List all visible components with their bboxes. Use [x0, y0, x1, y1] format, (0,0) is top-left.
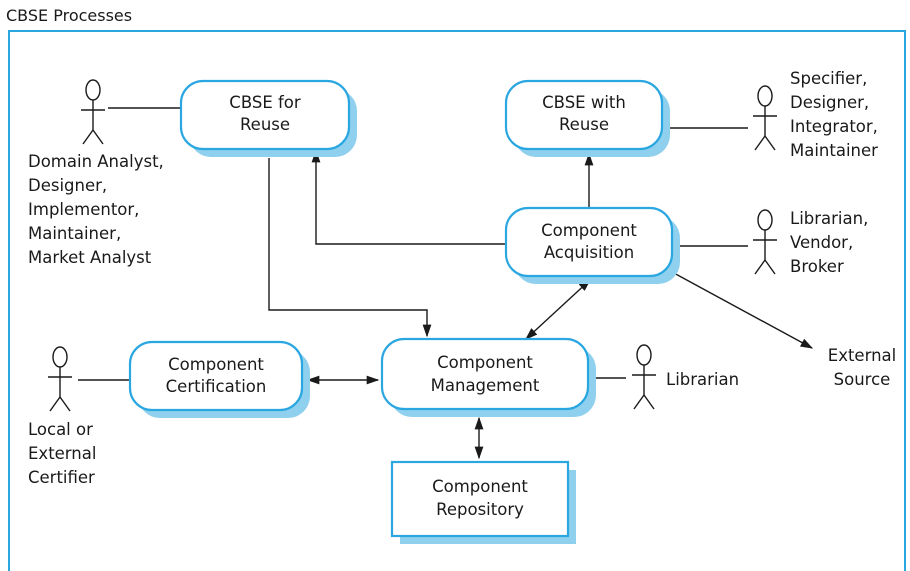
- actor-label: Integrator,: [790, 117, 878, 136]
- actor-label-domain-team: Domain Analyst, Designer, Implementor, M…: [28, 152, 164, 267]
- external-source-text: Source: [834, 370, 891, 389]
- process-component-management: Component Management: [380, 337, 596, 417]
- repository-label: Component: [432, 477, 528, 496]
- process-component-acquisition: Component Acquisition: [504, 206, 680, 284]
- process-label: Reuse: [559, 115, 609, 134]
- process-label: Management: [431, 376, 540, 395]
- arrow-acquisition-to-for-reuse: [311, 149, 506, 245]
- actor-label: Designer,: [790, 93, 869, 112]
- process-label: Certification: [166, 377, 267, 396]
- arrow-management-acquisition: [525, 279, 591, 340]
- actor-label: Librarian,: [790, 209, 868, 228]
- process-label: CBSE with: [542, 93, 626, 112]
- process-component-certification: Component Certification: [128, 340, 310, 418]
- external-source-label: External Source: [828, 346, 896, 389]
- arrow-acquisition-to-external-source: [671, 271, 814, 349]
- connectors: [78, 107, 814, 460]
- process-label: Reuse: [240, 115, 290, 134]
- process-label: Component: [168, 355, 264, 374]
- actor-acquisition-team-icon: [753, 209, 777, 275]
- actor-label-certifier: Local or External Certifier: [28, 420, 96, 487]
- actor-label: Maintainer,: [28, 224, 121, 243]
- actor-label: Local or: [28, 420, 93, 439]
- component-repository: Component Repository: [390, 460, 576, 544]
- repository-label: Repository: [436, 500, 524, 519]
- actor-label: Domain Analyst,: [28, 152, 164, 171]
- process-label: Acquisition: [544, 243, 634, 262]
- actor-label-reuse-team: Specifier, Designer, Integrator, Maintai…: [790, 69, 878, 160]
- actor-domain-team-icon: [81, 79, 105, 145]
- actor-label: Specifier,: [790, 69, 867, 88]
- actor-librarian-icon: [632, 344, 656, 410]
- actor-label: Broker: [790, 257, 844, 276]
- actor-label: Certifier: [28, 468, 95, 487]
- process-cbse-for-reuse: CBSE for Reuse: [179, 79, 357, 157]
- actor-label-acquisition-team: Librarian, Vendor, Broker: [790, 209, 868, 276]
- actor-label: External: [28, 444, 96, 463]
- actor-reuse-team-icon: [753, 85, 777, 151]
- process-label: Component: [541, 221, 637, 240]
- process-label: Component: [437, 353, 533, 372]
- actor-label: Market Analyst: [28, 248, 152, 267]
- actor-label: Maintainer: [790, 141, 878, 160]
- arrow-for-reuse-to-management: [268, 158, 432, 338]
- page-title: CBSE Processes: [6, 6, 133, 25]
- process-label: CBSE for: [229, 93, 301, 112]
- process-cbse-with-reuse: CBSE with Reuse: [504, 79, 670, 157]
- diagram-frame: [8, 30, 906, 571]
- actor-label: Vendor,: [790, 233, 853, 252]
- actor-label: Implementor,: [28, 200, 139, 219]
- actor-certifier-icon: [48, 346, 72, 412]
- actor-label: Designer,: [28, 176, 107, 195]
- external-source-text: External: [828, 346, 896, 365]
- actor-label-librarian: Librarian: [666, 370, 739, 389]
